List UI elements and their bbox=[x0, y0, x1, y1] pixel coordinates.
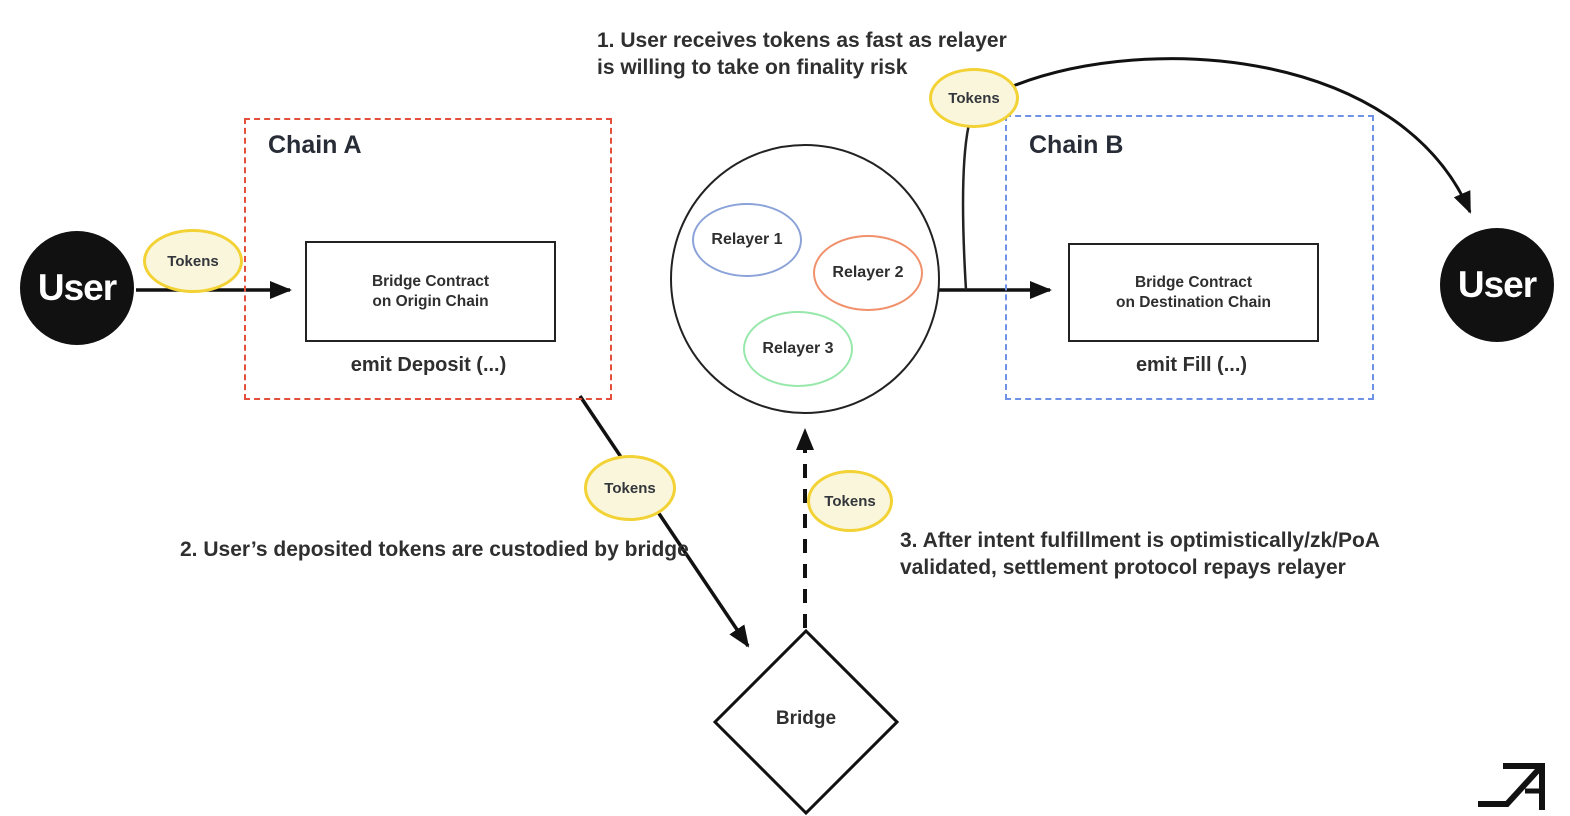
note-settlement-repays: 3. After intent fulfillment is optimisti… bbox=[900, 529, 1380, 579]
relayer-1-label: Relayer 1 bbox=[711, 231, 783, 248]
destination-user-node: User bbox=[1440, 228, 1554, 342]
origin-user-label: User bbox=[37, 267, 117, 308]
connector-tokens-to-fill-arrow bbox=[961, 123, 971, 291]
tokens-label: Tokens bbox=[824, 492, 876, 510]
bridge-diamond bbox=[712, 628, 900, 816]
destination-user-label: User bbox=[1457, 264, 1537, 305]
tokens-badge-origin-to-bridge: Tokens bbox=[584, 455, 676, 521]
tokens-label: Tokens bbox=[948, 89, 1000, 107]
tokens-badge-relayer-to-user: Tokens bbox=[929, 68, 1019, 128]
tokens-label: Tokens bbox=[167, 252, 219, 270]
tokens-badge-user-to-origin: Tokens bbox=[143, 229, 243, 293]
note-finality-risk: 1. User receives tokens as fast as relay… bbox=[597, 29, 1007, 79]
relayer-3-label: Relayer 3 bbox=[762, 340, 834, 357]
bridge-contract-origin-box: Bridge Contract on Origin Chain bbox=[305, 241, 556, 342]
chain-b-label: Chain B bbox=[1029, 131, 1124, 159]
note-custodied-tokens: 2. User’s deposited tokens are custodied… bbox=[180, 538, 689, 561]
relayer-1-ellipse: Relayer 1 bbox=[692, 203, 802, 277]
chain-a-box bbox=[244, 118, 612, 400]
across-logo-icon bbox=[1478, 763, 1545, 810]
chain-b-box bbox=[1005, 115, 1374, 400]
relayer-2-ellipse: Relayer 2 bbox=[813, 235, 923, 311]
emit-deposit-label: emit Deposit (...) bbox=[350, 354, 507, 376]
tokens-label: Tokens bbox=[604, 479, 656, 497]
emit-fill-label: emit Fill (...) bbox=[1135, 354, 1248, 376]
origin-user-node: User bbox=[20, 231, 134, 345]
arrow-tokens-to-destination-user bbox=[1012, 57, 1472, 214]
chain-a-label: Chain A bbox=[268, 131, 362, 159]
bridge-contract-destination-box: Bridge Contract on Destination Chain bbox=[1068, 243, 1319, 342]
arrow-chain-a-to-bridge bbox=[578, 395, 750, 648]
tokens-badge-bridge-to-relayer: Tokens bbox=[807, 470, 893, 532]
relayer-2-label: Relayer 2 bbox=[832, 264, 904, 281]
bridge-label: Bridge bbox=[775, 708, 837, 729]
relayer-3-ellipse: Relayer 3 bbox=[743, 311, 853, 387]
